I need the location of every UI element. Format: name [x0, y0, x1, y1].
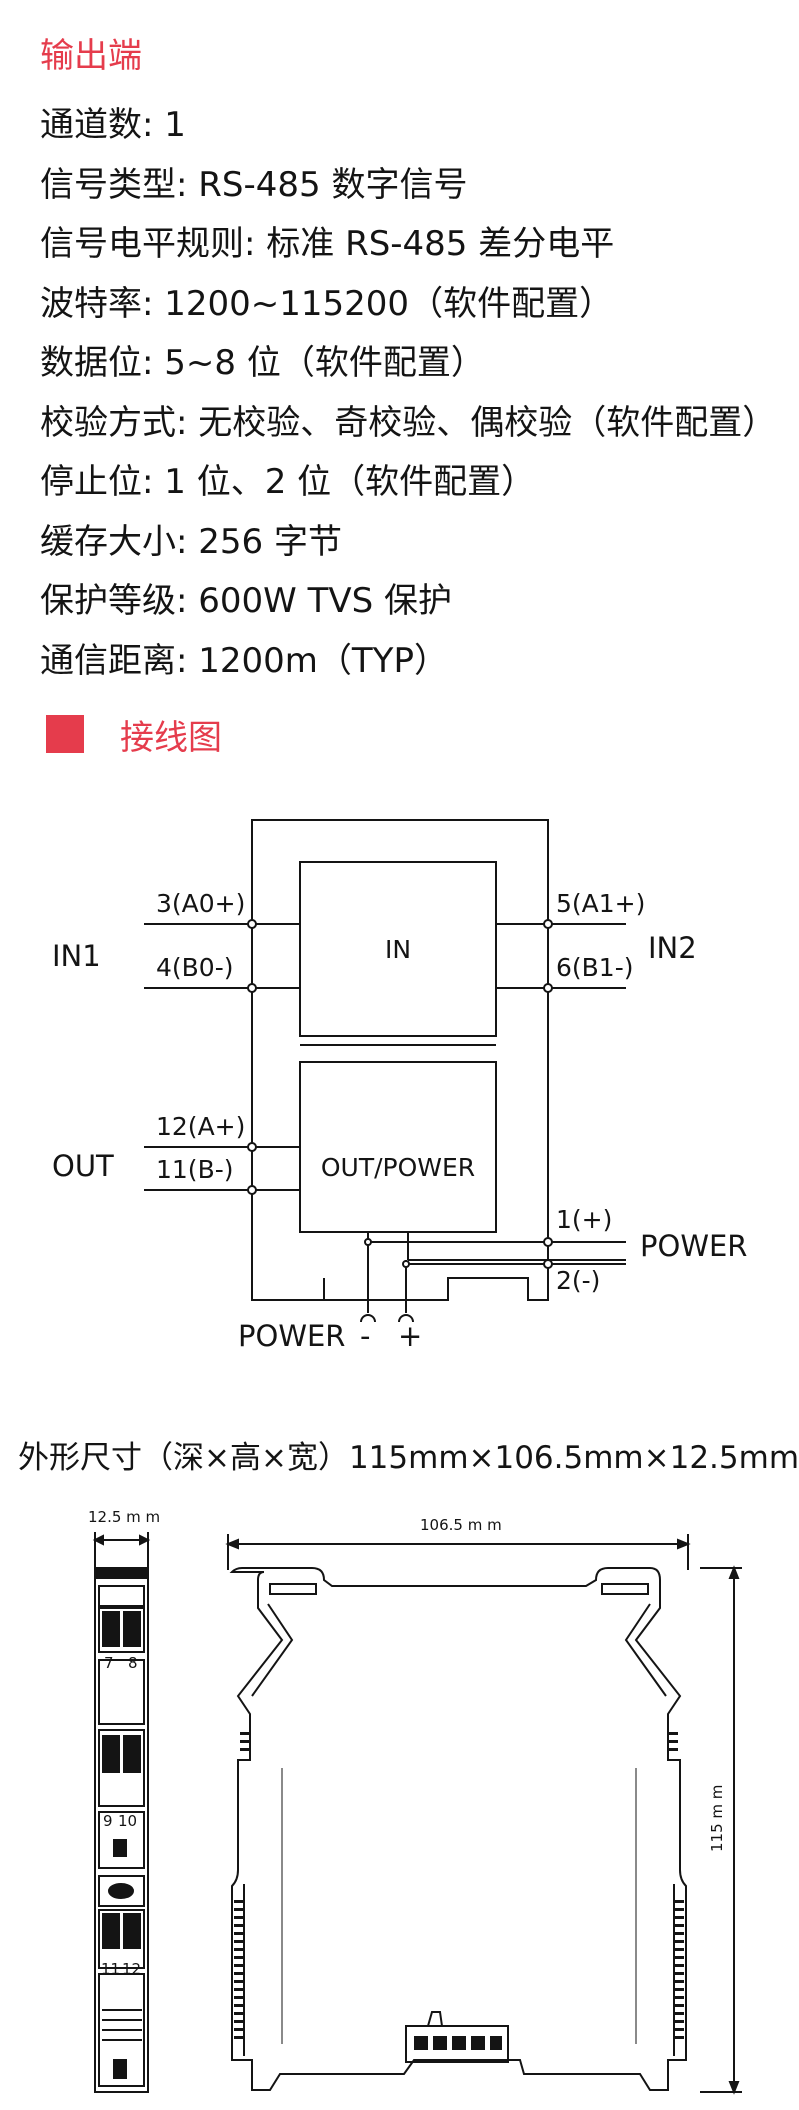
width-dimension-label: 12.5 m m: [88, 1508, 160, 1526]
section-marker-square: [46, 715, 84, 753]
terminal-4-label: 4(B0-): [156, 953, 234, 982]
side-number-7: 7: [104, 1654, 114, 1672]
front-view: [225, 1534, 742, 2095]
length-dimension-label: 106.5 m m: [420, 1516, 502, 1534]
spec-parity: 校验方式: 无校验、奇校验、偶校验（软件配置）: [40, 402, 777, 443]
terminal-dot-3: [247, 919, 257, 929]
dimension-drawing: 12.5 m m 7 8 9 10 11 12: [88, 1508, 742, 2095]
spec-channel-count: 通道数: 1: [40, 105, 186, 145]
power-bottom-label: POWER: [238, 1319, 345, 1353]
terminal-11-label: 11(B-): [156, 1155, 234, 1184]
spec-signal-level: 信号电平规则: 标准 RS-485 差分电平: [40, 224, 615, 264]
terminal-dot-4: [247, 983, 257, 993]
out-power-block: [299, 1061, 497, 1233]
vent-slots-left: [234, 1732, 250, 2039]
in1-label: IN1: [52, 939, 101, 973]
spec-protection: 保护等级: 600W TVS 保护: [40, 581, 453, 621]
height-dimension-label: 115 m m: [708, 1785, 726, 1852]
in-block: [299, 861, 497, 1037]
side-number-8: 8: [128, 1654, 138, 1672]
side-number-9: 9: [103, 1812, 113, 1830]
in2-label: IN2: [648, 931, 697, 965]
power-minus-label: -: [360, 1319, 370, 1353]
block-in-label: IN: [385, 935, 411, 964]
terminal-dot-1: [543, 1237, 553, 1247]
module-outline: [251, 819, 549, 1301]
vent-slots-right: [668, 1732, 684, 2039]
terminal-5-label: 5(A1+): [556, 889, 645, 918]
spec-distance: 通信距离: 1200m（TYP）: [40, 640, 448, 681]
power-plus-label: +: [398, 1319, 422, 1353]
power-right-label: POWER: [640, 1229, 747, 1263]
bottom-connector: [405, 2011, 509, 2063]
terminal-dot-2: [543, 1259, 553, 1269]
side-number-10: 10: [118, 1812, 137, 1830]
output-section-title: 输出端: [40, 36, 142, 76]
side-number-11: 11: [101, 1960, 120, 1978]
terminal-1-label: 1(+): [556, 1205, 612, 1234]
output-spec-list: 通道数: 1 信号类型: RS-485 数字信号 信号电平规则: 标准 RS-4…: [40, 96, 776, 691]
terminal-3-label: 3(A0+): [156, 889, 245, 918]
spec-buffer-size: 缓存大小: 256 字节: [40, 521, 342, 562]
terminal-dot-12: [247, 1142, 257, 1152]
side-view: [92, 1532, 151, 2093]
wiring-diagram: IN OUT/POWER 3(A0+) 4(B0-) 12(A+) 11(B-)…: [52, 819, 747, 1353]
terminal-dot-5: [543, 919, 553, 929]
side-number-12: 12: [122, 1960, 141, 1978]
terminal-dot-6: [543, 983, 553, 993]
out-label: OUT: [52, 1149, 114, 1183]
wiring-section-header: 接线图: [46, 712, 222, 758]
bottom-connector-pins: [414, 2036, 502, 2050]
spec-baud-rate: 波特率: 1200~115200（软件配置）: [40, 283, 614, 324]
spec-data-bits: 数据位: 5~8 位（软件配置）: [40, 343, 485, 383]
power-minus-jack: [360, 1314, 376, 1323]
terminal-12-label: 12(A+): [156, 1112, 245, 1141]
junction-dot-power-minus: [364, 1238, 372, 1246]
spec-stop-bits: 停止位: 1 位、2 位（软件配置）: [40, 462, 536, 502]
spec-signal-type: 信号类型: RS-485 数字信号: [40, 164, 468, 205]
wiring-section-title: 接线图: [120, 717, 222, 758]
junction-dot-power-plus: [402, 1260, 410, 1268]
terminal-6-label: 6(B1-): [556, 953, 634, 982]
terminal-dot-11: [247, 1185, 257, 1195]
block-out-power-label: OUT/POWER: [321, 1153, 475, 1182]
power-plus-jack: [398, 1314, 414, 1323]
terminal-2-label: 2(-): [556, 1266, 600, 1295]
dimensions-title: 外形尺寸（深×高×宽）115mm×106.5mm×12.5mm: [18, 1440, 799, 1476]
